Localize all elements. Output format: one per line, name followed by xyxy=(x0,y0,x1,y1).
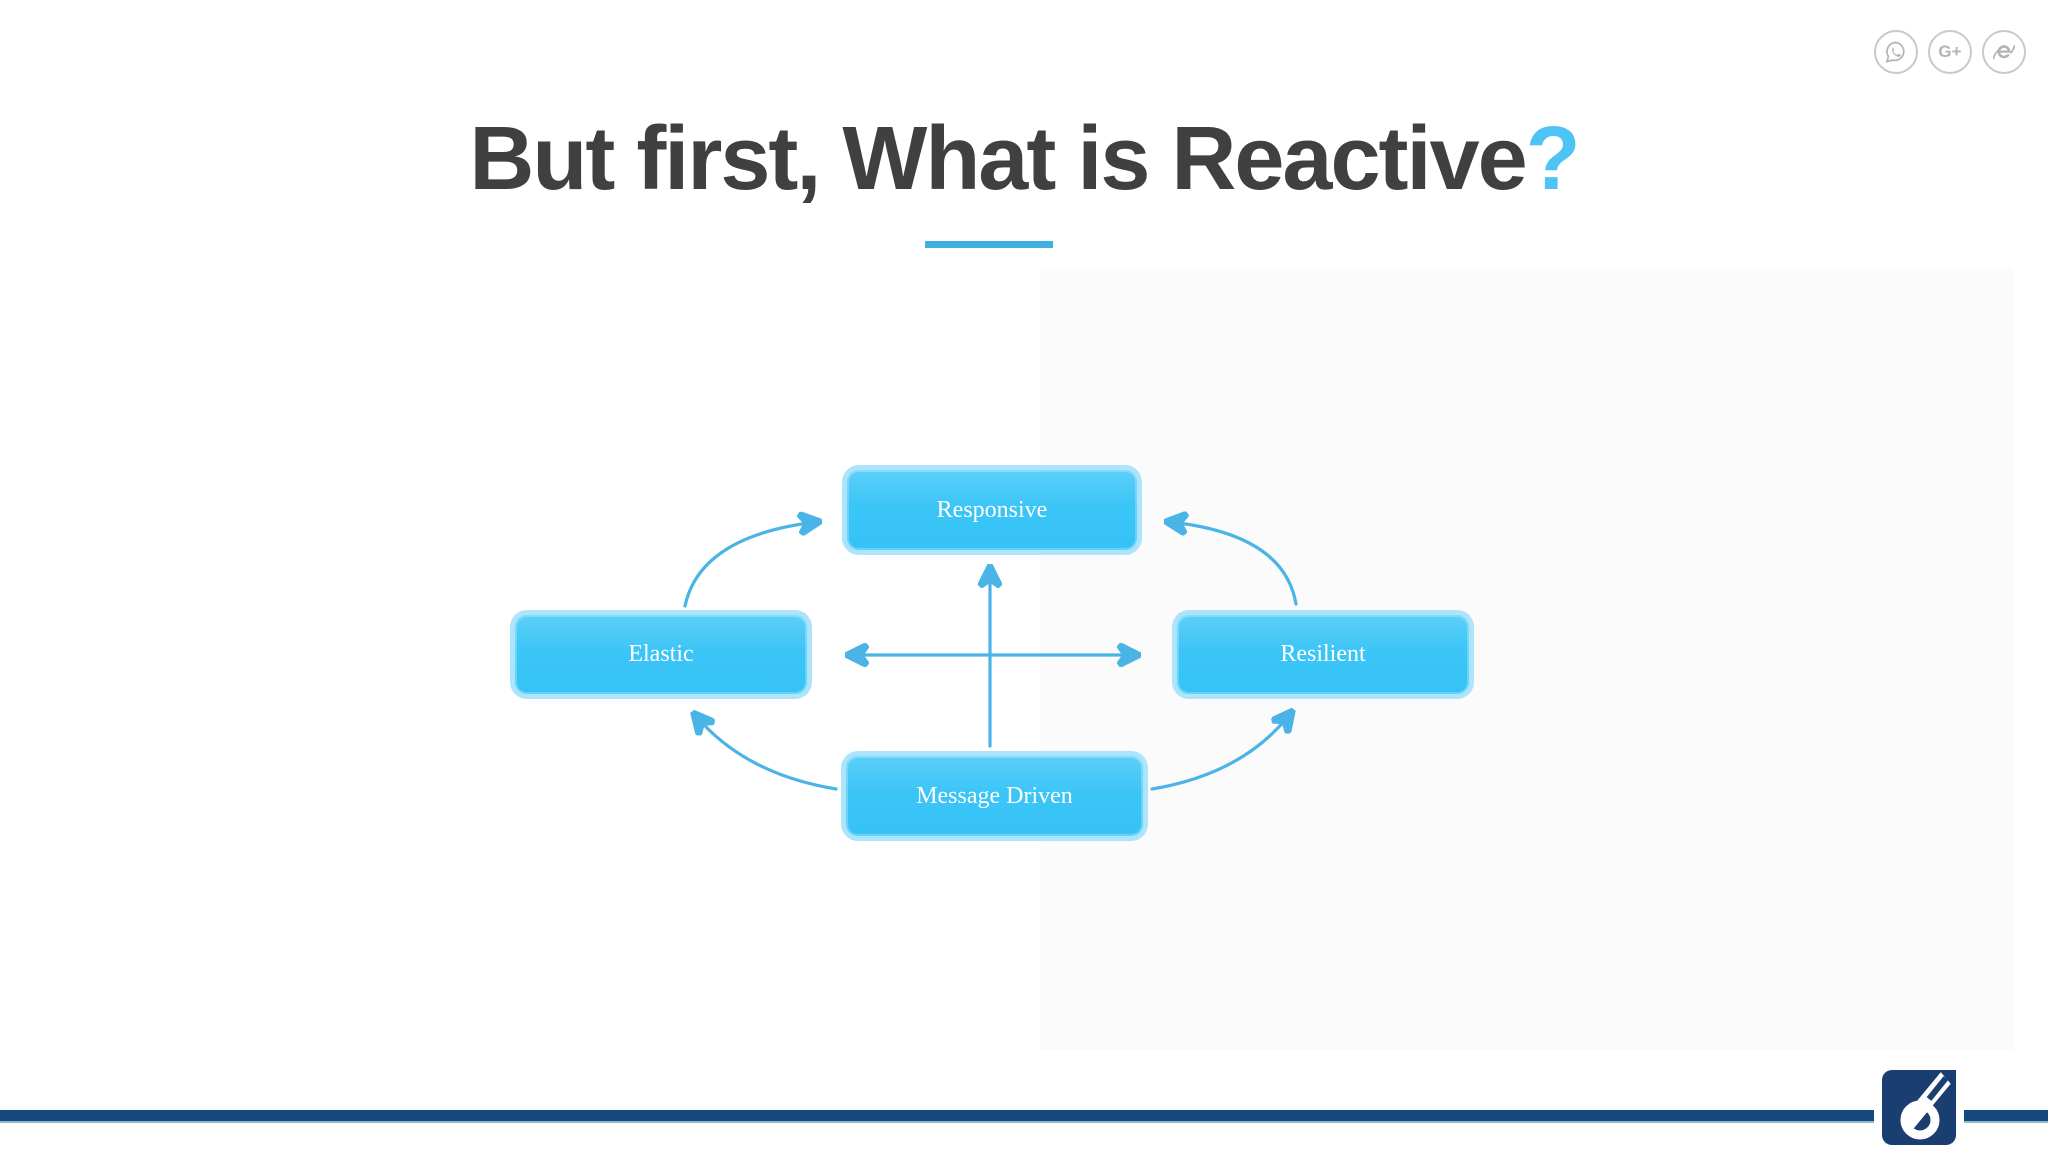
diagram-node-responsive: Responsive xyxy=(842,465,1142,555)
footer-bar xyxy=(0,1110,2048,1123)
node-label: Message Driven xyxy=(846,756,1143,836)
arrow-elastic-to-responsive xyxy=(683,522,816,608)
footer-logo xyxy=(1874,1070,1964,1146)
google-plus-glyph: G+ xyxy=(1938,42,1962,61)
whatsapp-glyph xyxy=(1885,41,1905,63)
title-question-mark: ? xyxy=(1525,109,1581,209)
share-icons: G+ xyxy=(1874,30,2026,74)
diagram-node-message-driven: Message Driven xyxy=(841,751,1148,841)
node-label: Elastic xyxy=(515,615,807,694)
google-plus-icon[interactable]: G+ xyxy=(1928,30,1972,74)
o-acute-logo-icon xyxy=(1882,1070,1956,1145)
diagram-node-elastic: Elastic xyxy=(510,610,812,699)
internet-explorer-glyph xyxy=(1993,44,2015,60)
diagram-node-resilient: Resilient xyxy=(1172,610,1474,699)
title-underline xyxy=(925,241,1053,248)
whatsapp-icon[interactable] xyxy=(1874,30,1918,74)
node-label: Responsive xyxy=(847,470,1137,550)
node-label: Resilient xyxy=(1177,615,1469,694)
page-title: But first, What is Reactive? xyxy=(0,108,2048,211)
internet-explorer-icon[interactable] xyxy=(1982,30,2026,74)
title-text: But first, What is Reactive xyxy=(469,109,1527,209)
arrow-message-to-elastic xyxy=(696,716,838,791)
